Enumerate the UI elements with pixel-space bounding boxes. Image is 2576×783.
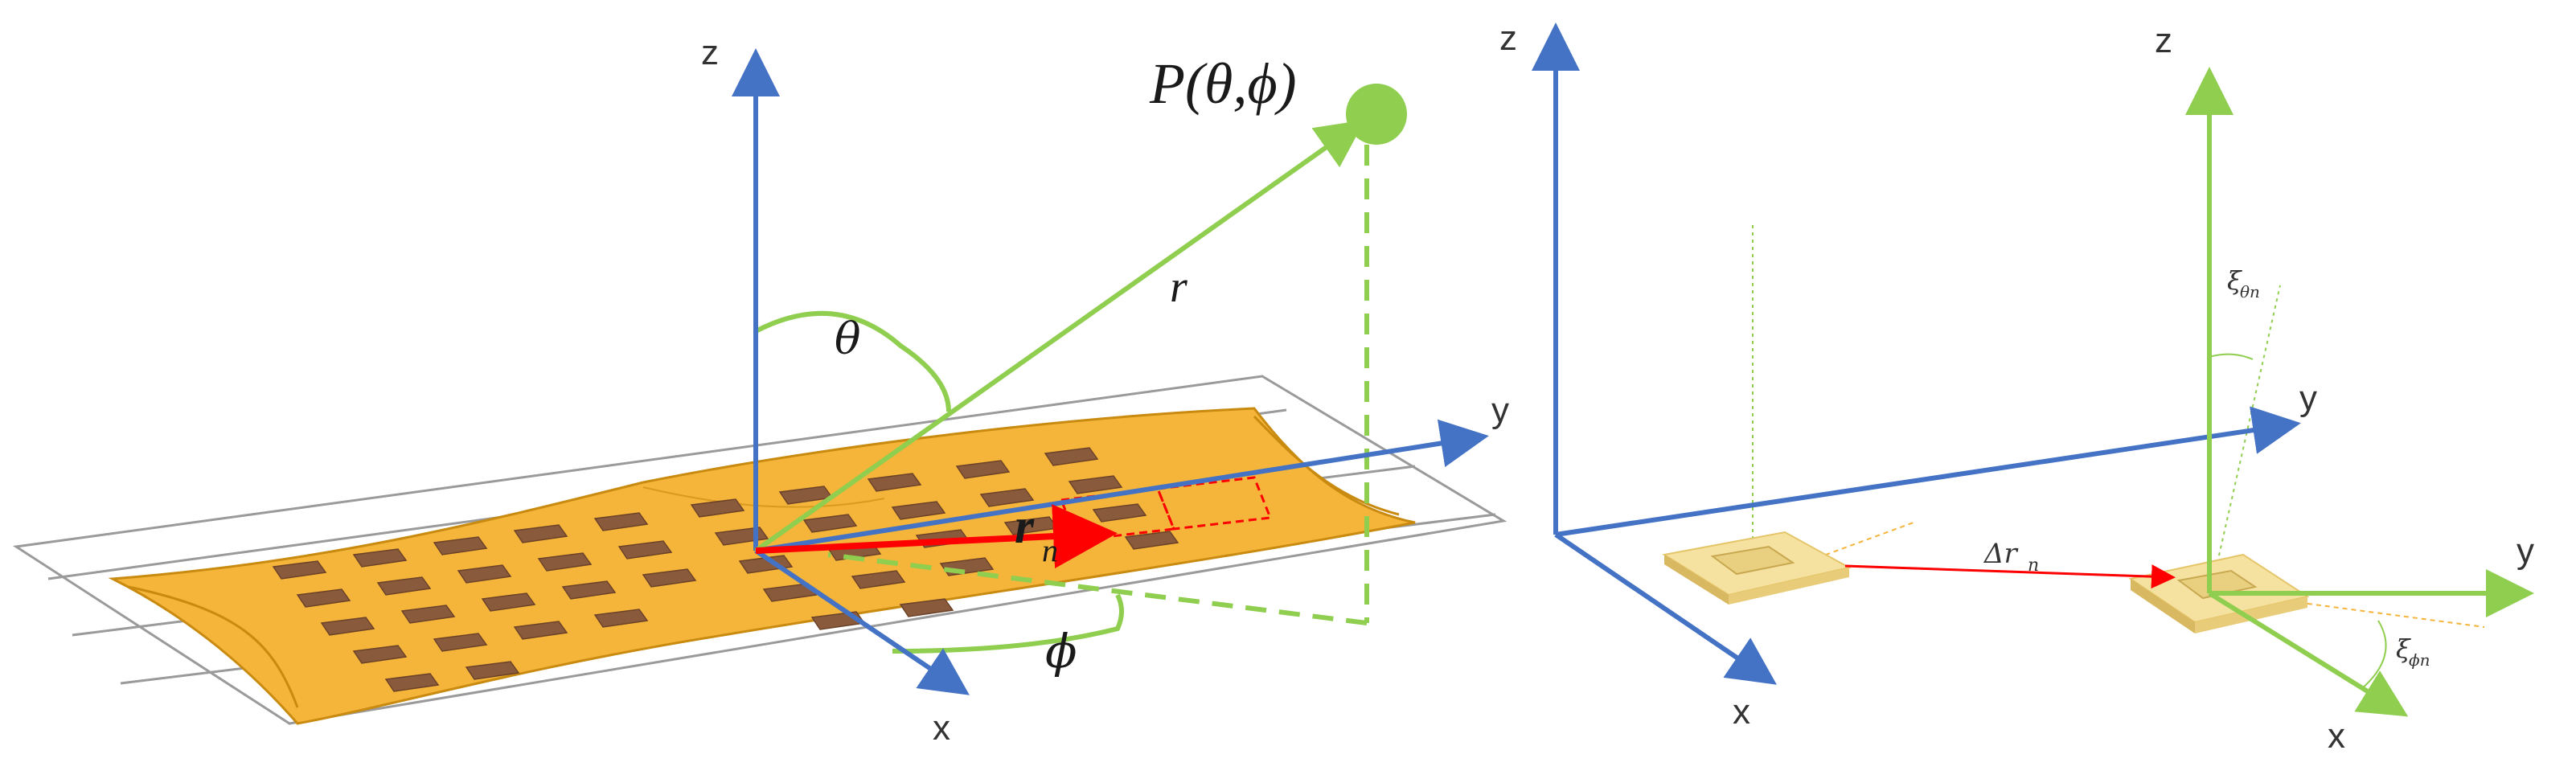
xi-theta-arc xyxy=(2209,353,2254,360)
local-z-label: z xyxy=(2155,21,2172,60)
phi-label: ϕ xyxy=(1045,624,1077,678)
rn-label: r xyxy=(1015,499,1035,554)
theta-label: θ xyxy=(835,314,861,364)
rn-vector xyxy=(755,504,1118,569)
patch-elements xyxy=(272,447,1179,692)
z-axis-label: z xyxy=(701,33,719,72)
r-label: r xyxy=(1170,262,1188,312)
theta-arc xyxy=(754,310,951,412)
global-y-label: y xyxy=(2299,379,2317,418)
y-axis xyxy=(755,419,1489,553)
x-axis xyxy=(754,548,970,695)
local-y-label: y xyxy=(2517,531,2534,571)
delta-r-subscript: n xyxy=(2028,555,2039,576)
local-x-label: x xyxy=(2328,716,2345,756)
delta-r-label: Δr xyxy=(1983,538,2019,570)
left-panel: z y x P(θ,ϕ) r θ ϕ r n xyxy=(12,33,1509,748)
y-axis-label: y xyxy=(1491,391,1509,430)
xi-theta-label: ξ xyxy=(2227,265,2242,296)
global-x-label: x xyxy=(1733,692,1750,732)
r-vector xyxy=(754,120,1365,553)
right-panel: z y x z y x Δr n ξ θn ξ ϕn xyxy=(1499,18,2534,756)
x-axis-label: x xyxy=(933,708,950,748)
xi-phi-label: ξ xyxy=(2396,633,2411,664)
xi-phi-subscript: ϕn xyxy=(2409,650,2430,670)
point-p-label: P(θ,ϕ) xyxy=(1149,51,1297,116)
global-x-axis xyxy=(1554,532,1777,685)
xi-theta-subscript: θn xyxy=(2240,282,2260,301)
global-z-label: z xyxy=(1499,18,1517,58)
projection-lines xyxy=(827,145,1369,625)
global-y-axis xyxy=(1555,406,2301,537)
delta-r-vector xyxy=(1844,564,2176,589)
point-p xyxy=(1346,84,1407,145)
rn-subscript: n xyxy=(1042,532,1058,568)
xi-phi-arc xyxy=(2360,620,2387,691)
array-element-1 xyxy=(1662,531,1852,605)
local-x-axis xyxy=(2208,591,2409,717)
